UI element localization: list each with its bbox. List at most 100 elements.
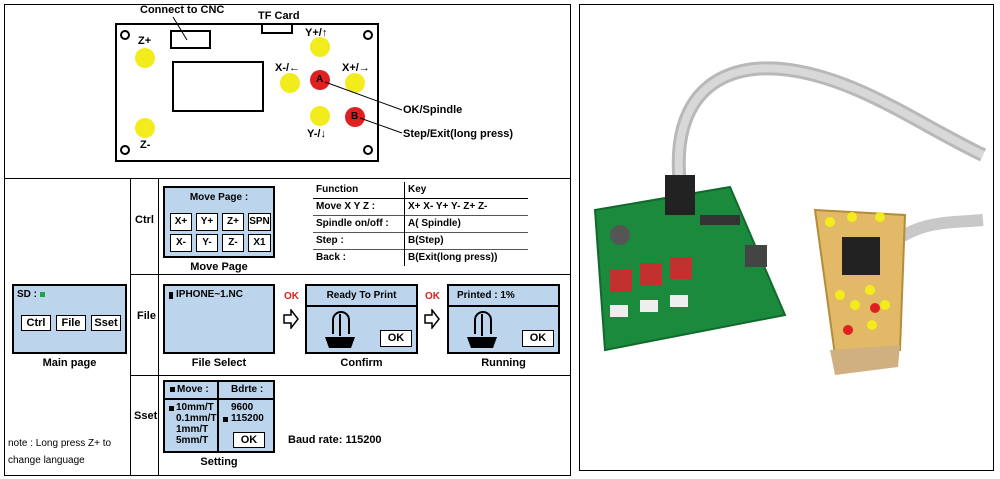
file-name[interactable]: IPHONE~1.NC (176, 289, 243, 300)
move-option[interactable]: 0.1mm/T (176, 413, 217, 424)
x-minus-key[interactable]: X- (170, 234, 192, 252)
move-page-title: Move Page : (189, 192, 249, 203)
move-option[interactable]: 5mm/T (176, 435, 209, 446)
running-ok-button[interactable]: OK (522, 330, 554, 347)
confirm-screen: Ready To Print OK (305, 284, 418, 354)
handheld-yellow-button (875, 212, 885, 222)
baud-option[interactable]: 9600 (231, 402, 254, 413)
header-pins (700, 215, 740, 225)
a-button (310, 70, 330, 90)
controller-board-diagram (115, 16, 403, 162)
table-row: Back : B(Exit(long press)) (313, 250, 528, 267)
ctrl-button[interactable]: Ctrl (21, 315, 51, 331)
setting-header-divider (165, 398, 273, 400)
tf-card-slot (261, 23, 293, 34)
main-page-caption: Main page (42, 357, 97, 369)
sset-row-label: Sset (134, 410, 158, 422)
x-minus-button (280, 73, 300, 93)
handheld-yellow-button (847, 212, 857, 222)
table-cell-function: Spindle on/off : (316, 218, 389, 229)
mounting-hole (120, 145, 130, 155)
setting-ok-button[interactable]: OK (233, 432, 265, 448)
a-button-label: A (316, 74, 324, 85)
connect-to-cnc-label: Connect to CNC (140, 4, 225, 16)
confirm-caption: Confirm (340, 357, 383, 369)
terminal-block (610, 305, 628, 317)
table-cell-function: Move X Y Z : (316, 201, 376, 212)
table-row: Step : B(Step) (313, 233, 528, 250)
terminal-block (670, 295, 688, 307)
file-select-caption: File Select (191, 357, 247, 369)
cnc-connector (170, 30, 211, 49)
handheld-yellow-button (850, 300, 860, 310)
move-page-screen: Move Page : X+ Y+ Z+ SPN X- Y- Z- X1 (163, 186, 275, 258)
table-row: Spindle on/off : A( Spindle) (313, 216, 528, 233)
move-option[interactable]: 10mm/T (176, 402, 214, 413)
file-row-label: File (137, 310, 156, 322)
sd-status-indicator (40, 292, 45, 297)
ok-step-label-1: OK (284, 291, 299, 302)
table-cell-key: A( Spindle) (408, 218, 461, 229)
spindle-key[interactable]: SPN (248, 213, 271, 231)
spindle-icon (467, 311, 497, 348)
z-plus-button (135, 48, 155, 68)
move-header-cursor (170, 387, 175, 392)
z-minus-button (135, 118, 155, 138)
driver-chip (640, 263, 662, 285)
z-plus-key[interactable]: Z+ (222, 213, 244, 231)
y-plus-key[interactable]: Y+ (196, 213, 218, 231)
terminal-block (640, 300, 658, 312)
handheld-screen (842, 237, 880, 275)
running-title: Printed : 1% (457, 290, 515, 301)
table-cell-key: B(Exit(long press)) (408, 252, 498, 263)
product-photo (593, 61, 987, 375)
handheld-yellow-button (825, 217, 835, 227)
x-plus-button (345, 73, 365, 93)
board-outline (115, 23, 379, 162)
baud-option[interactable]: 115200 (231, 413, 264, 424)
move-header: Move : (177, 384, 209, 395)
file-cursor (169, 292, 173, 299)
tf-card-label: TF Card (258, 10, 300, 22)
sset-button[interactable]: Sset (91, 315, 121, 331)
running-caption: Running (481, 357, 526, 369)
mounting-hole (363, 145, 373, 155)
file-button[interactable]: File (56, 315, 86, 331)
divider-left-col (130, 178, 131, 476)
z-plus-label: Z+ (138, 35, 152, 47)
baud-rate-note: Baud rate: 115200 (288, 434, 382, 446)
handheld-body (813, 208, 907, 357)
ctrl-row-label: Ctrl (135, 214, 154, 226)
note-line-1: note : Long press Z+ to (8, 438, 112, 449)
handheld-yellow-button (867, 320, 877, 330)
b-button-label: B (351, 111, 359, 122)
mounting-hole (120, 30, 130, 40)
move-option[interactable]: 1mm/T (176, 424, 209, 435)
divider-label-col (158, 178, 159, 476)
divider-ctrl-file (130, 274, 571, 275)
handheld-yellow-button (865, 285, 875, 295)
setting-column-divider (217, 382, 219, 451)
x-plus-key[interactable]: X+ (170, 213, 192, 231)
step-x1-key[interactable]: X1 (248, 234, 271, 252)
setting-caption: Setting (200, 456, 238, 468)
board-connector (665, 175, 695, 215)
table-row: Move X Y Z : X+ X- Y+ Y- Z+ Z- (313, 199, 528, 216)
bdrte-header: Bdrte : (231, 384, 264, 395)
handheld-red-button (843, 325, 853, 335)
x-minus-label: X-/← (275, 62, 301, 74)
inductor (745, 245, 767, 267)
confirm-ok-button[interactable]: OK (380, 330, 412, 347)
baud-option-cursor (223, 417, 228, 422)
ok-spindle-label: OK/Spindle (403, 104, 463, 116)
note-line-2: change language (8, 455, 85, 466)
z-minus-label: Z- (140, 139, 151, 151)
function-key-table: Function Key Move X Y Z : X+ X- Y+ Y- Z+… (313, 182, 528, 267)
lcd-screen-outline (172, 61, 264, 112)
z-minus-key[interactable]: Z- (222, 234, 244, 252)
spindle-icon (325, 311, 355, 348)
b-button (345, 107, 365, 127)
y-minus-key[interactable]: Y- (196, 234, 218, 252)
handheld-yellow-button (880, 300, 890, 310)
arrow-right-icon (283, 309, 299, 329)
